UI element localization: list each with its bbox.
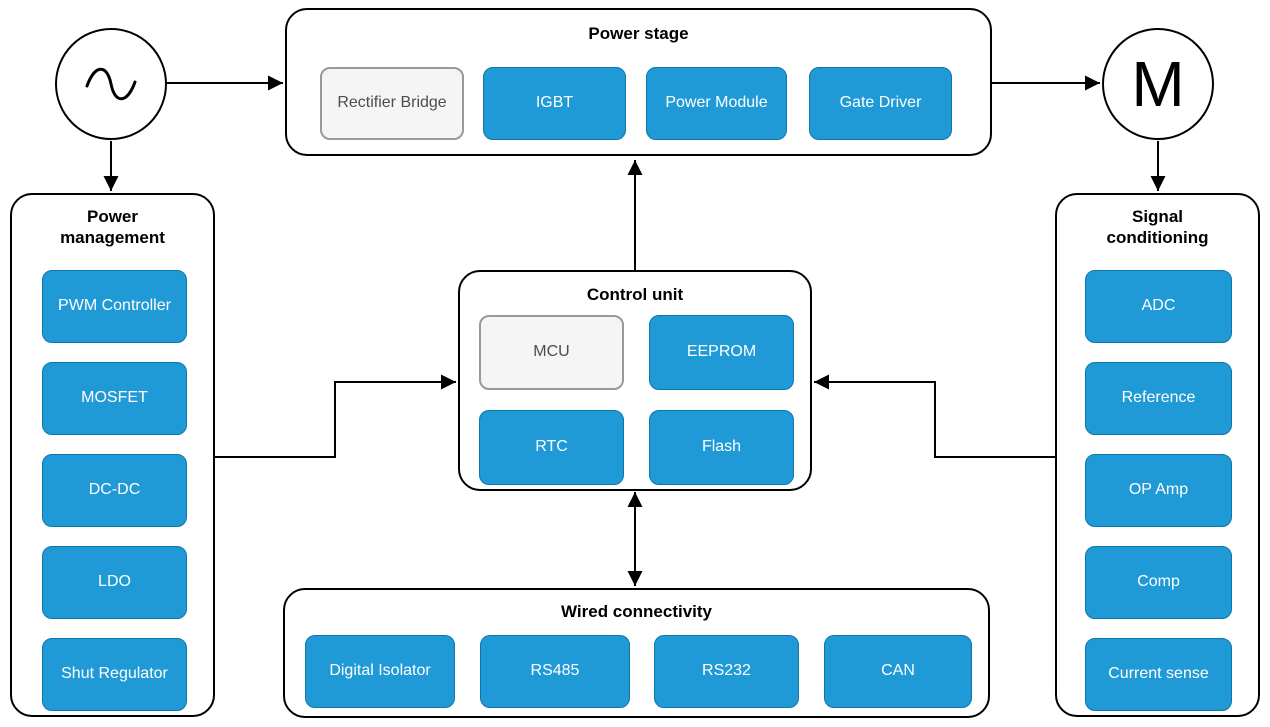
block-pwm-controller[interactable]: PWM Controller (42, 270, 187, 343)
group-title-power-stage: Power stage (588, 24, 689, 43)
block-label: PWM Controller (58, 297, 171, 315)
block-reference[interactable]: Reference (1085, 362, 1232, 435)
block-eeprom[interactable]: EEPROM (649, 315, 794, 390)
group-signal-conditioning[interactable]: Signal conditioning ADC Reference OP Amp… (1055, 193, 1260, 717)
block-rectifier-bridge[interactable]: Rectifier Bridge (320, 67, 464, 140)
block-can[interactable]: CAN (824, 635, 972, 708)
block-label: DC-DC (88, 481, 141, 499)
block-label: MOSFET (81, 389, 148, 407)
block-label: Power Module (665, 94, 768, 112)
block-label: LDO (98, 573, 131, 591)
block-label: EEPROM (686, 343, 757, 361)
block-label: Rectifier Bridge (337, 94, 447, 112)
block-current-sense[interactable]: Current sense (1085, 638, 1232, 711)
block-label: Current sense (1108, 665, 1209, 683)
motor-node[interactable]: M (1102, 28, 1214, 140)
arrow-power-management-to-control-unit (215, 374, 456, 458)
ac-source-node[interactable] (55, 28, 167, 140)
block-gate-driver[interactable]: Gate Driver (809, 67, 952, 140)
block-label: IGBT (535, 94, 574, 112)
block-label: Reference (1121, 389, 1196, 407)
block-label: Shut Regulator (61, 665, 168, 683)
block-igbt[interactable]: IGBT (483, 67, 626, 140)
group-title-power-management: Power management (60, 207, 165, 247)
block-label: OP Amp (1128, 481, 1189, 499)
block-label: Gate Driver (839, 94, 922, 112)
block-power-module[interactable]: Power Module (646, 67, 787, 140)
block-rs485[interactable]: RS485 (480, 635, 630, 708)
sine-wave-icon (85, 67, 137, 101)
block-rtc[interactable]: RTC (479, 410, 624, 485)
block-label: MCU (533, 343, 570, 361)
block-op-amp[interactable]: OP Amp (1085, 454, 1232, 527)
block-shut-regulator[interactable]: Shut Regulator (42, 638, 187, 711)
group-power-management[interactable]: Power management PWM Controller MOSFET D… (10, 193, 215, 717)
group-wired-connectivity[interactable]: Wired connectivity Digital Isolator RS48… (283, 588, 990, 718)
arrow-signal-conditioning-to-control-unit (814, 374, 1055, 458)
block-adc[interactable]: ADC (1085, 270, 1232, 343)
block-ldo[interactable]: LDO (42, 546, 187, 619)
block-comp[interactable]: Comp (1085, 546, 1232, 619)
block-label: ADC (1141, 297, 1176, 315)
motor-label: M (1131, 48, 1185, 120)
group-control-unit[interactable]: Control unit MCU EEPROM RTC Flash (458, 270, 812, 491)
block-mosfet[interactable]: MOSFET (42, 362, 187, 435)
block-label: RS232 (702, 662, 751, 680)
block-rs232[interactable]: RS232 (654, 635, 799, 708)
block-mcu[interactable]: MCU (479, 315, 624, 390)
block-label: RTC (535, 438, 568, 456)
block-label: Digital Isolator (329, 662, 431, 680)
block-label: CAN (881, 662, 915, 680)
block-dc-dc[interactable]: DC-DC (42, 454, 187, 527)
block-label: RS485 (530, 662, 580, 680)
group-title-signal-conditioning: Signal conditioning (1106, 207, 1209, 247)
block-label: Comp (1137, 573, 1180, 591)
block-flash[interactable]: Flash (649, 410, 794, 485)
block-digital-isolator[interactable]: Digital Isolator (305, 635, 455, 708)
group-title-wired-connectivity: Wired connectivity (561, 602, 712, 621)
group-power-stage[interactable]: Power stage Rectifier Bridge IGBT Power … (285, 8, 992, 156)
block-label: Flash (701, 438, 742, 456)
group-title-control-unit: Control unit (586, 285, 684, 304)
